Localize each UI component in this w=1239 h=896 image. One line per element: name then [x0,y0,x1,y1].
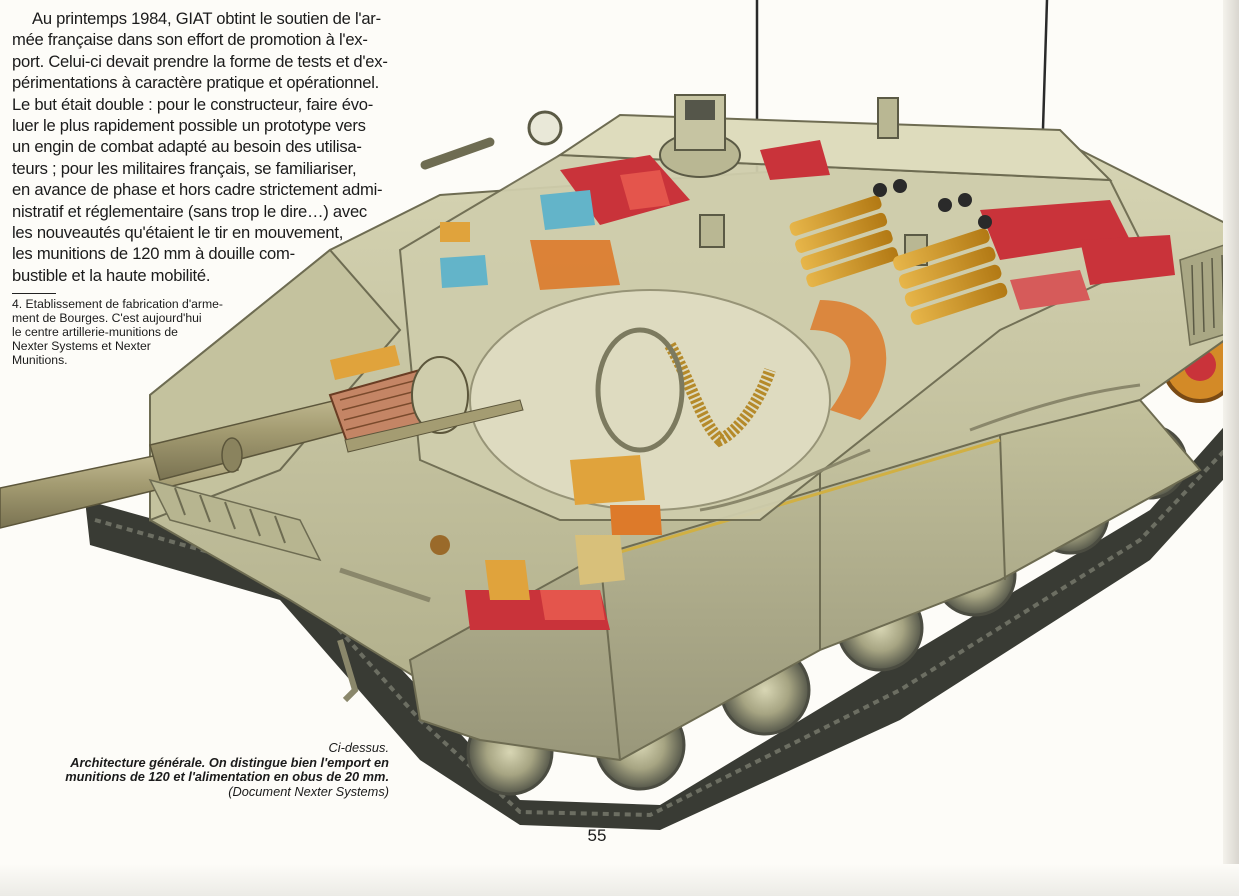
footnote-line: 4. Etablissement de fabrication d'arme- [12,297,223,311]
ammunition-feed-belt [664,342,776,448]
page-bottom-margin [0,864,1239,896]
tow-hooks [337,383,1141,703]
footnote-rule [12,293,56,294]
article-body-text: Au printemps 1984, GIAT obtint le soutie… [12,8,390,286]
main-gun [0,327,685,529]
body-text-line: bustible et la haute mobilité. [12,265,211,285]
front-stowage-grilles [148,478,322,562]
caption-title-line: Architecture générale. On distingue bien… [70,754,389,770]
ammunition-racks [789,179,1008,325]
body-text-line: teurs ; pour les militaires français, se… [12,158,357,178]
body-text-line: en avance de phase et hors cadre stricte… [12,180,383,200]
caption-title-line: munitions de 120 et l'alimentation en ob… [65,769,389,785]
caption-credit: (Document Nexter Systems) [228,783,389,799]
body-text-line: Le but était double : pour le constructe… [12,94,374,114]
caption-lead: Ci-dessus. [328,740,389,755]
page-edge-shadow [1223,0,1239,896]
body-text-line: Au printemps 1984, GIAT obtint le soutie… [32,9,381,28]
body-text-line: luer le plus rapidement possible un prot… [12,116,366,136]
footnote-line: Nexter Systems et Nexter [12,338,151,353]
interior-components [330,140,1175,630]
body-text-line: périmentations à caractère pratique et o… [12,73,380,93]
footnote-line: le centre artillerie-munitions de [12,324,178,339]
footnote-line: Munitions. [12,352,68,367]
body-text-line: les munitions de 120 mm à douille com- [12,244,295,264]
footnote-line: ment de Bourges. C'est aujourd'hui [12,310,202,325]
body-text-line: port. Celui-ci devait prendre la forme d… [12,51,388,71]
body-text-line: mée française dans son effort de promoti… [12,30,368,50]
body-text-line: les nouveautés qu'étaient le tir en mouv… [12,223,344,243]
body-text-line: nistratif et réglementaire (sans trop le… [12,201,367,221]
page-number: 55 [587,826,607,845]
footnote: 4. Etablissement de fabrication d'arme- … [12,297,282,368]
figure-caption: Ci-dessus. Architecture générale. On dis… [0,740,389,799]
body-text-line: un engin de combat adapté au besoin des … [12,137,362,157]
